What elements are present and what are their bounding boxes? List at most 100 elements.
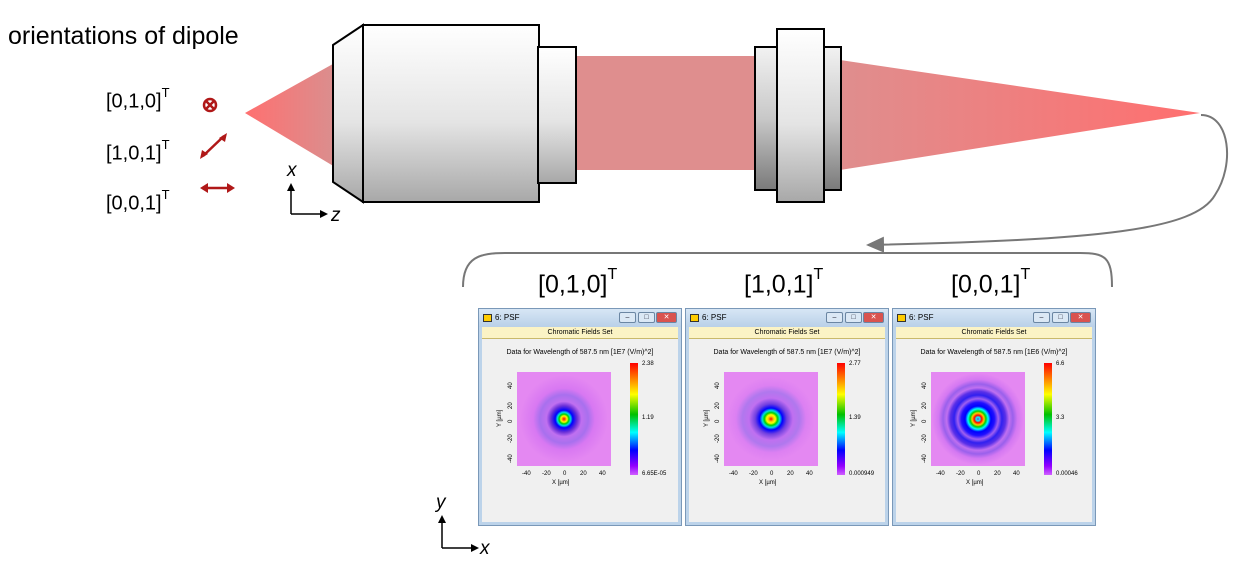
- axis-label-x-bottom: x: [480, 538, 490, 559]
- transpose-sup: T: [813, 266, 824, 283]
- y-tick: -40: [508, 454, 514, 463]
- colorbar: [630, 363, 638, 475]
- window-titlebar[interactable]: 6: PSF – □ ✕: [893, 309, 1095, 327]
- x-tick: 40: [599, 471, 606, 477]
- x-tick: 40: [1013, 471, 1020, 477]
- axis-label-x-top: x: [287, 160, 297, 181]
- psf-window[interactable]: 6: PSF – □ ✕ Chromatic Fields Set Data f…: [478, 308, 682, 526]
- x-tick: 0: [977, 471, 981, 477]
- close-button[interactable]: ✕: [656, 312, 677, 323]
- axis-label-z-top: z: [331, 205, 341, 226]
- horizontal-arrow-icon: [200, 183, 235, 193]
- window-title: 6: PSF: [702, 313, 727, 322]
- y-tick: 40: [715, 382, 721, 389]
- y-tick: -20: [715, 434, 721, 443]
- colorbar-max: 2.38: [642, 361, 654, 367]
- y-tick: 20: [922, 402, 928, 409]
- x-axis-label: X [µm]: [552, 480, 570, 486]
- axis-label-y-bottom: y: [436, 492, 446, 513]
- colorbar-min: 0.00046: [1056, 471, 1078, 477]
- transpose-sup: T: [161, 85, 170, 100]
- dipole-label: [0,1,0]T: [106, 85, 170, 114]
- minimize-button[interactable]: –: [826, 312, 843, 323]
- dipole-label: [1,0,1]T: [106, 137, 170, 166]
- psf-window[interactable]: 6: PSF – □ ✕ Chromatic Fields Set Data f…: [685, 308, 889, 526]
- y-tick: -20: [508, 434, 514, 443]
- panel-vector: [0,0,1]: [951, 270, 1021, 299]
- close-button[interactable]: ✕: [863, 312, 884, 323]
- window-client: Chromatic Fields Set Data for Wavelength…: [689, 327, 885, 522]
- window-header: Chromatic Fields Set: [689, 327, 885, 339]
- x-tick: -20: [749, 471, 758, 477]
- objective-front-cone: [332, 23, 364, 204]
- x-tick: -40: [729, 471, 738, 477]
- dipole-vector: [0,0,1]: [106, 192, 162, 215]
- colorbar-mid: 3.3: [1056, 415, 1065, 421]
- x-tick: 20: [787, 471, 794, 477]
- y-tick: 0: [922, 419, 928, 423]
- axes-top: [287, 183, 328, 218]
- panel-label: [1,0,1]T: [744, 266, 823, 299]
- maximize-button[interactable]: □: [1052, 312, 1069, 323]
- colorbar: [837, 363, 845, 475]
- window-title: 6: PSF: [495, 313, 520, 322]
- y-tick: -20: [922, 434, 928, 443]
- x-tick: -40: [936, 471, 945, 477]
- y-axis-label: Y [µm]: [911, 409, 917, 427]
- colorbar-max: 2.77: [849, 361, 861, 367]
- maximize-button[interactable]: □: [638, 312, 655, 323]
- y-tick: 0: [715, 419, 721, 423]
- colorbar-mid: 1.19: [642, 415, 654, 421]
- plot-caption: Data for Wavelength of 587.5 nm [1E7 (V/…: [713, 349, 861, 356]
- window-client: Chromatic Fields Set Data for Wavelength…: [896, 327, 1092, 522]
- beam-middle: [575, 56, 757, 170]
- diagram-title: orientations of dipole: [8, 22, 239, 50]
- app-icon: [690, 314, 699, 322]
- panel-vector: [0,1,0]: [538, 270, 608, 299]
- objective-body: [362, 24, 540, 203]
- x-tick: 0: [563, 471, 567, 477]
- objective-back: [537, 46, 577, 184]
- y-tick: -40: [922, 454, 928, 463]
- dipole-label: [0,0,1]T: [106, 187, 170, 216]
- y-axis-label: Y [µm]: [704, 409, 710, 427]
- plot-caption: Data for Wavelength of 587.5 nm [1E7 (V/…: [506, 349, 654, 356]
- window-header: Chromatic Fields Set: [482, 327, 678, 339]
- colorbar-min: 6.65E-05: [642, 471, 667, 477]
- y-tick: -40: [715, 454, 721, 463]
- x-tick: -40: [522, 471, 531, 477]
- minimize-button[interactable]: –: [619, 312, 636, 323]
- psf-window[interactable]: 6: PSF – □ ✕ Chromatic Fields Set Data f…: [892, 308, 1096, 526]
- window-header: Chromatic Fields Set: [896, 327, 1092, 339]
- y-tick: 40: [508, 382, 514, 389]
- beam-right: [840, 60, 1200, 170]
- return-arrow: [866, 114, 1228, 253]
- transpose-sup: T: [161, 137, 170, 152]
- y-tick: 20: [508, 402, 514, 409]
- colorbar: [1044, 363, 1052, 475]
- axes-bottom: [438, 515, 479, 552]
- maximize-button[interactable]: □: [845, 312, 862, 323]
- transpose-sup: T: [161, 187, 170, 202]
- app-icon: [897, 314, 906, 322]
- window-titlebar[interactable]: 6: PSF – □ ✕: [686, 309, 888, 327]
- x-tick: -20: [542, 471, 551, 477]
- tube-lens-right: [823, 46, 842, 191]
- plot-caption: Data for Wavelength of 587.5 nm [1E6 (V/…: [920, 349, 1068, 356]
- app-icon: [483, 314, 492, 322]
- psf-map: [931, 372, 1025, 466]
- diagonal-arrow-icon: [200, 133, 227, 159]
- psf-map: [517, 372, 611, 466]
- tube-lens-left: [754, 46, 778, 191]
- x-tick: 20: [994, 471, 1001, 477]
- panel-label: [0,0,1]T: [951, 266, 1030, 299]
- close-button[interactable]: ✕: [1070, 312, 1091, 323]
- tube-lens-body: [776, 28, 825, 203]
- transpose-sup: T: [607, 266, 618, 283]
- window-client: Chromatic Fields Set Data for Wavelength…: [482, 327, 678, 522]
- minimize-button[interactable]: –: [1033, 312, 1050, 323]
- psf-map: [724, 372, 818, 466]
- window-titlebar[interactable]: 6: PSF – □ ✕: [479, 309, 681, 327]
- dipole-vector: [0,1,0]: [106, 90, 162, 113]
